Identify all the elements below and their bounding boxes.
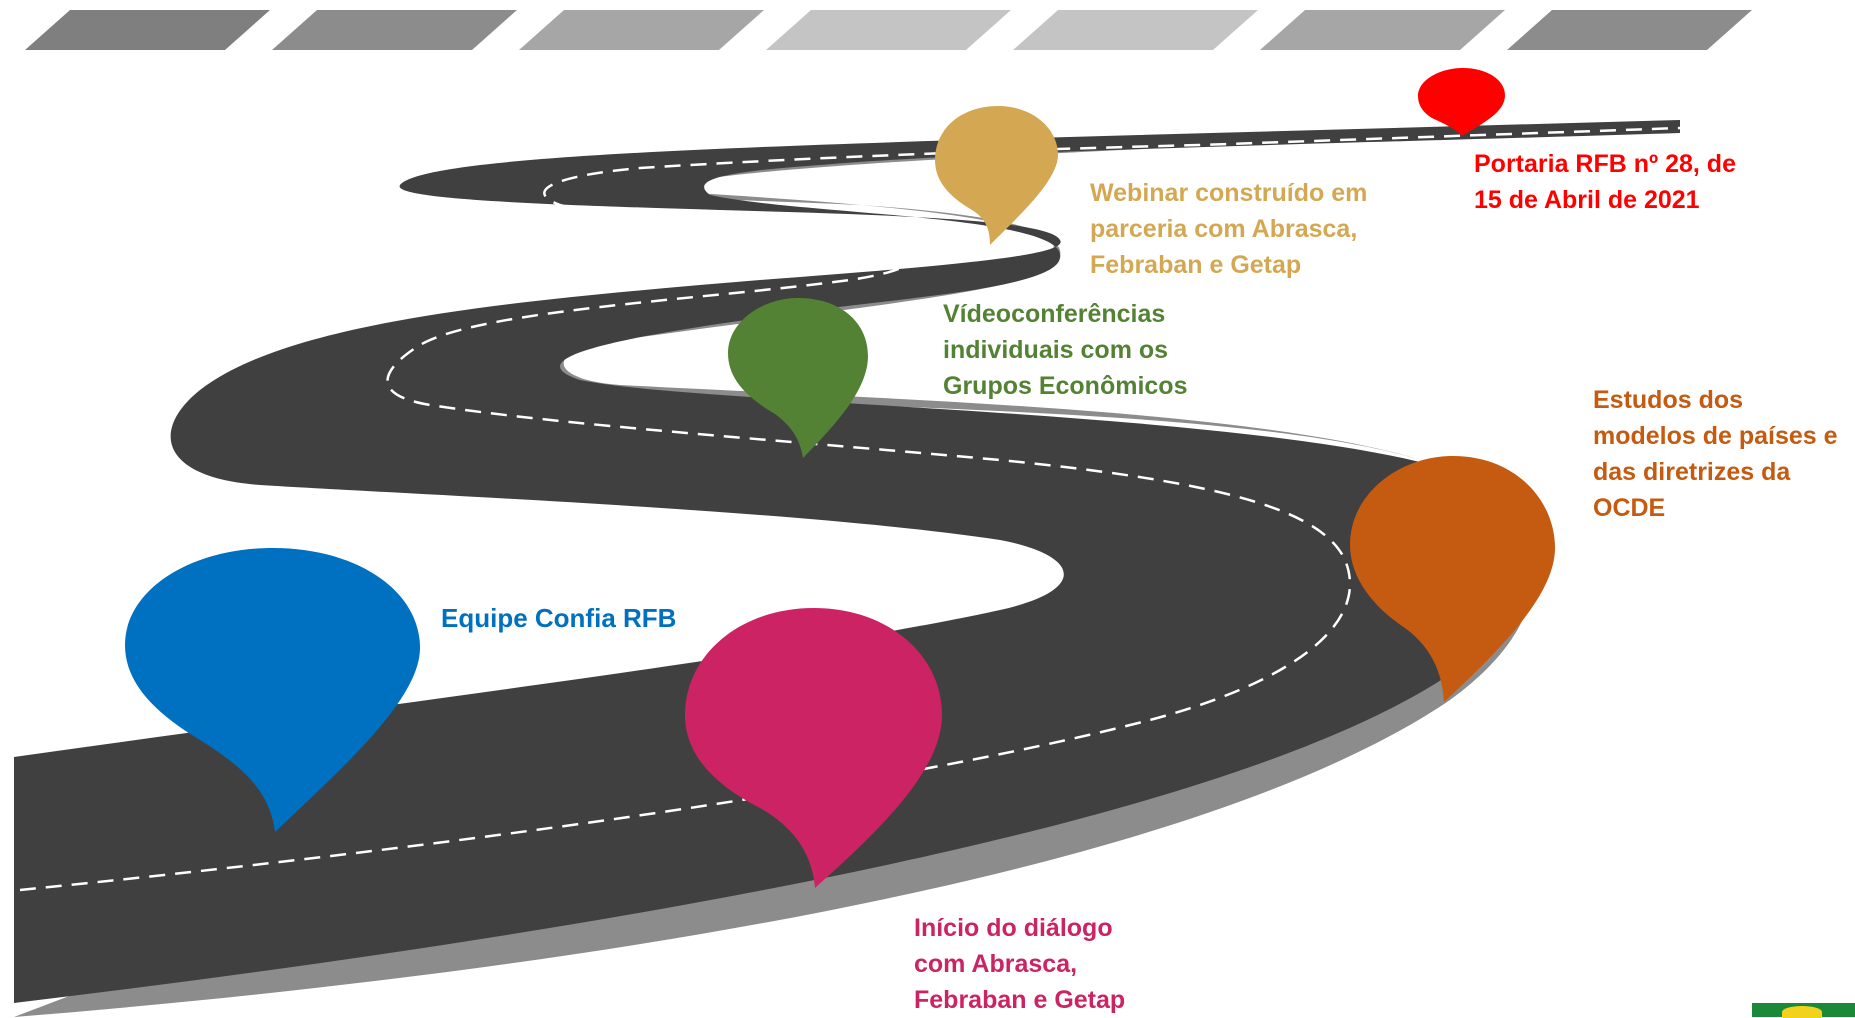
milestone-dialogue-start-label: Início do diálogo com Abrasca, Febraban … (914, 910, 1125, 1018)
milestone-label-line: Webinar construído em (1090, 179, 1368, 207)
milestone-label-line: Estudos dos (1593, 386, 1744, 414)
header-stripes (25, 10, 1752, 50)
milestone-webinar-label: Webinar construído em parceria com Abras… (1090, 175, 1367, 283)
government-logo (1752, 1003, 1855, 1018)
milestone-label-line: Início do diálogo (914, 914, 1113, 942)
lane-line (19, 126, 1681, 892)
milestone-label-line: das diretrizes da (1593, 458, 1791, 486)
milestone-label-line: OCDE (1593, 494, 1666, 522)
milestone-label-line: com Abrasca, (914, 950, 1078, 978)
map-pin-icon (125, 548, 420, 832)
milestone-label-line: Portaria RFB nº 28, de (1474, 150, 1736, 178)
milestone-label-line: Febraban e Getap (1090, 251, 1302, 279)
milestone-videoconference-label: Vídeoconferências individuais com os Gru… (943, 296, 1187, 404)
header-stripe (25, 10, 270, 50)
map-pin-icon (1350, 456, 1555, 702)
milestone-oecd-study-label: Estudos dos modelos de países e das dire… (1593, 382, 1838, 526)
milestone-label-line: Grupos Econômicos (943, 372, 1188, 400)
header-stripe (1507, 10, 1752, 50)
map-pin-icon (728, 298, 868, 458)
map-pin-icon (685, 608, 942, 888)
header-stripe (1013, 10, 1258, 50)
map-pin-icon (935, 106, 1058, 245)
header-stripe (519, 10, 764, 50)
header-stripe (1260, 10, 1505, 50)
milestone-label-line: Febraban e Getap (914, 986, 1126, 1014)
milestone-label-line: Vídeoconferências (943, 300, 1166, 328)
milestone-portaria-label: Portaria RFB nº 28, de 15 de Abril de 20… (1474, 146, 1736, 218)
header-stripe (272, 10, 517, 50)
pins (125, 68, 1555, 888)
milestone-label-line: parceria com Abrasca, (1090, 215, 1358, 243)
header-stripe (766, 10, 1011, 50)
milestone-team-label: Equipe Confia RFB (441, 600, 676, 636)
milestone-label-line: modelos de países e (1593, 422, 1838, 450)
map-pin-icon (1418, 68, 1505, 136)
milestone-label-line: 15 de Abril de 2021 (1474, 186, 1700, 214)
milestone-label-line: Equipe Confia RFB (441, 603, 677, 633)
milestone-label-line: individuais com os (943, 336, 1169, 364)
